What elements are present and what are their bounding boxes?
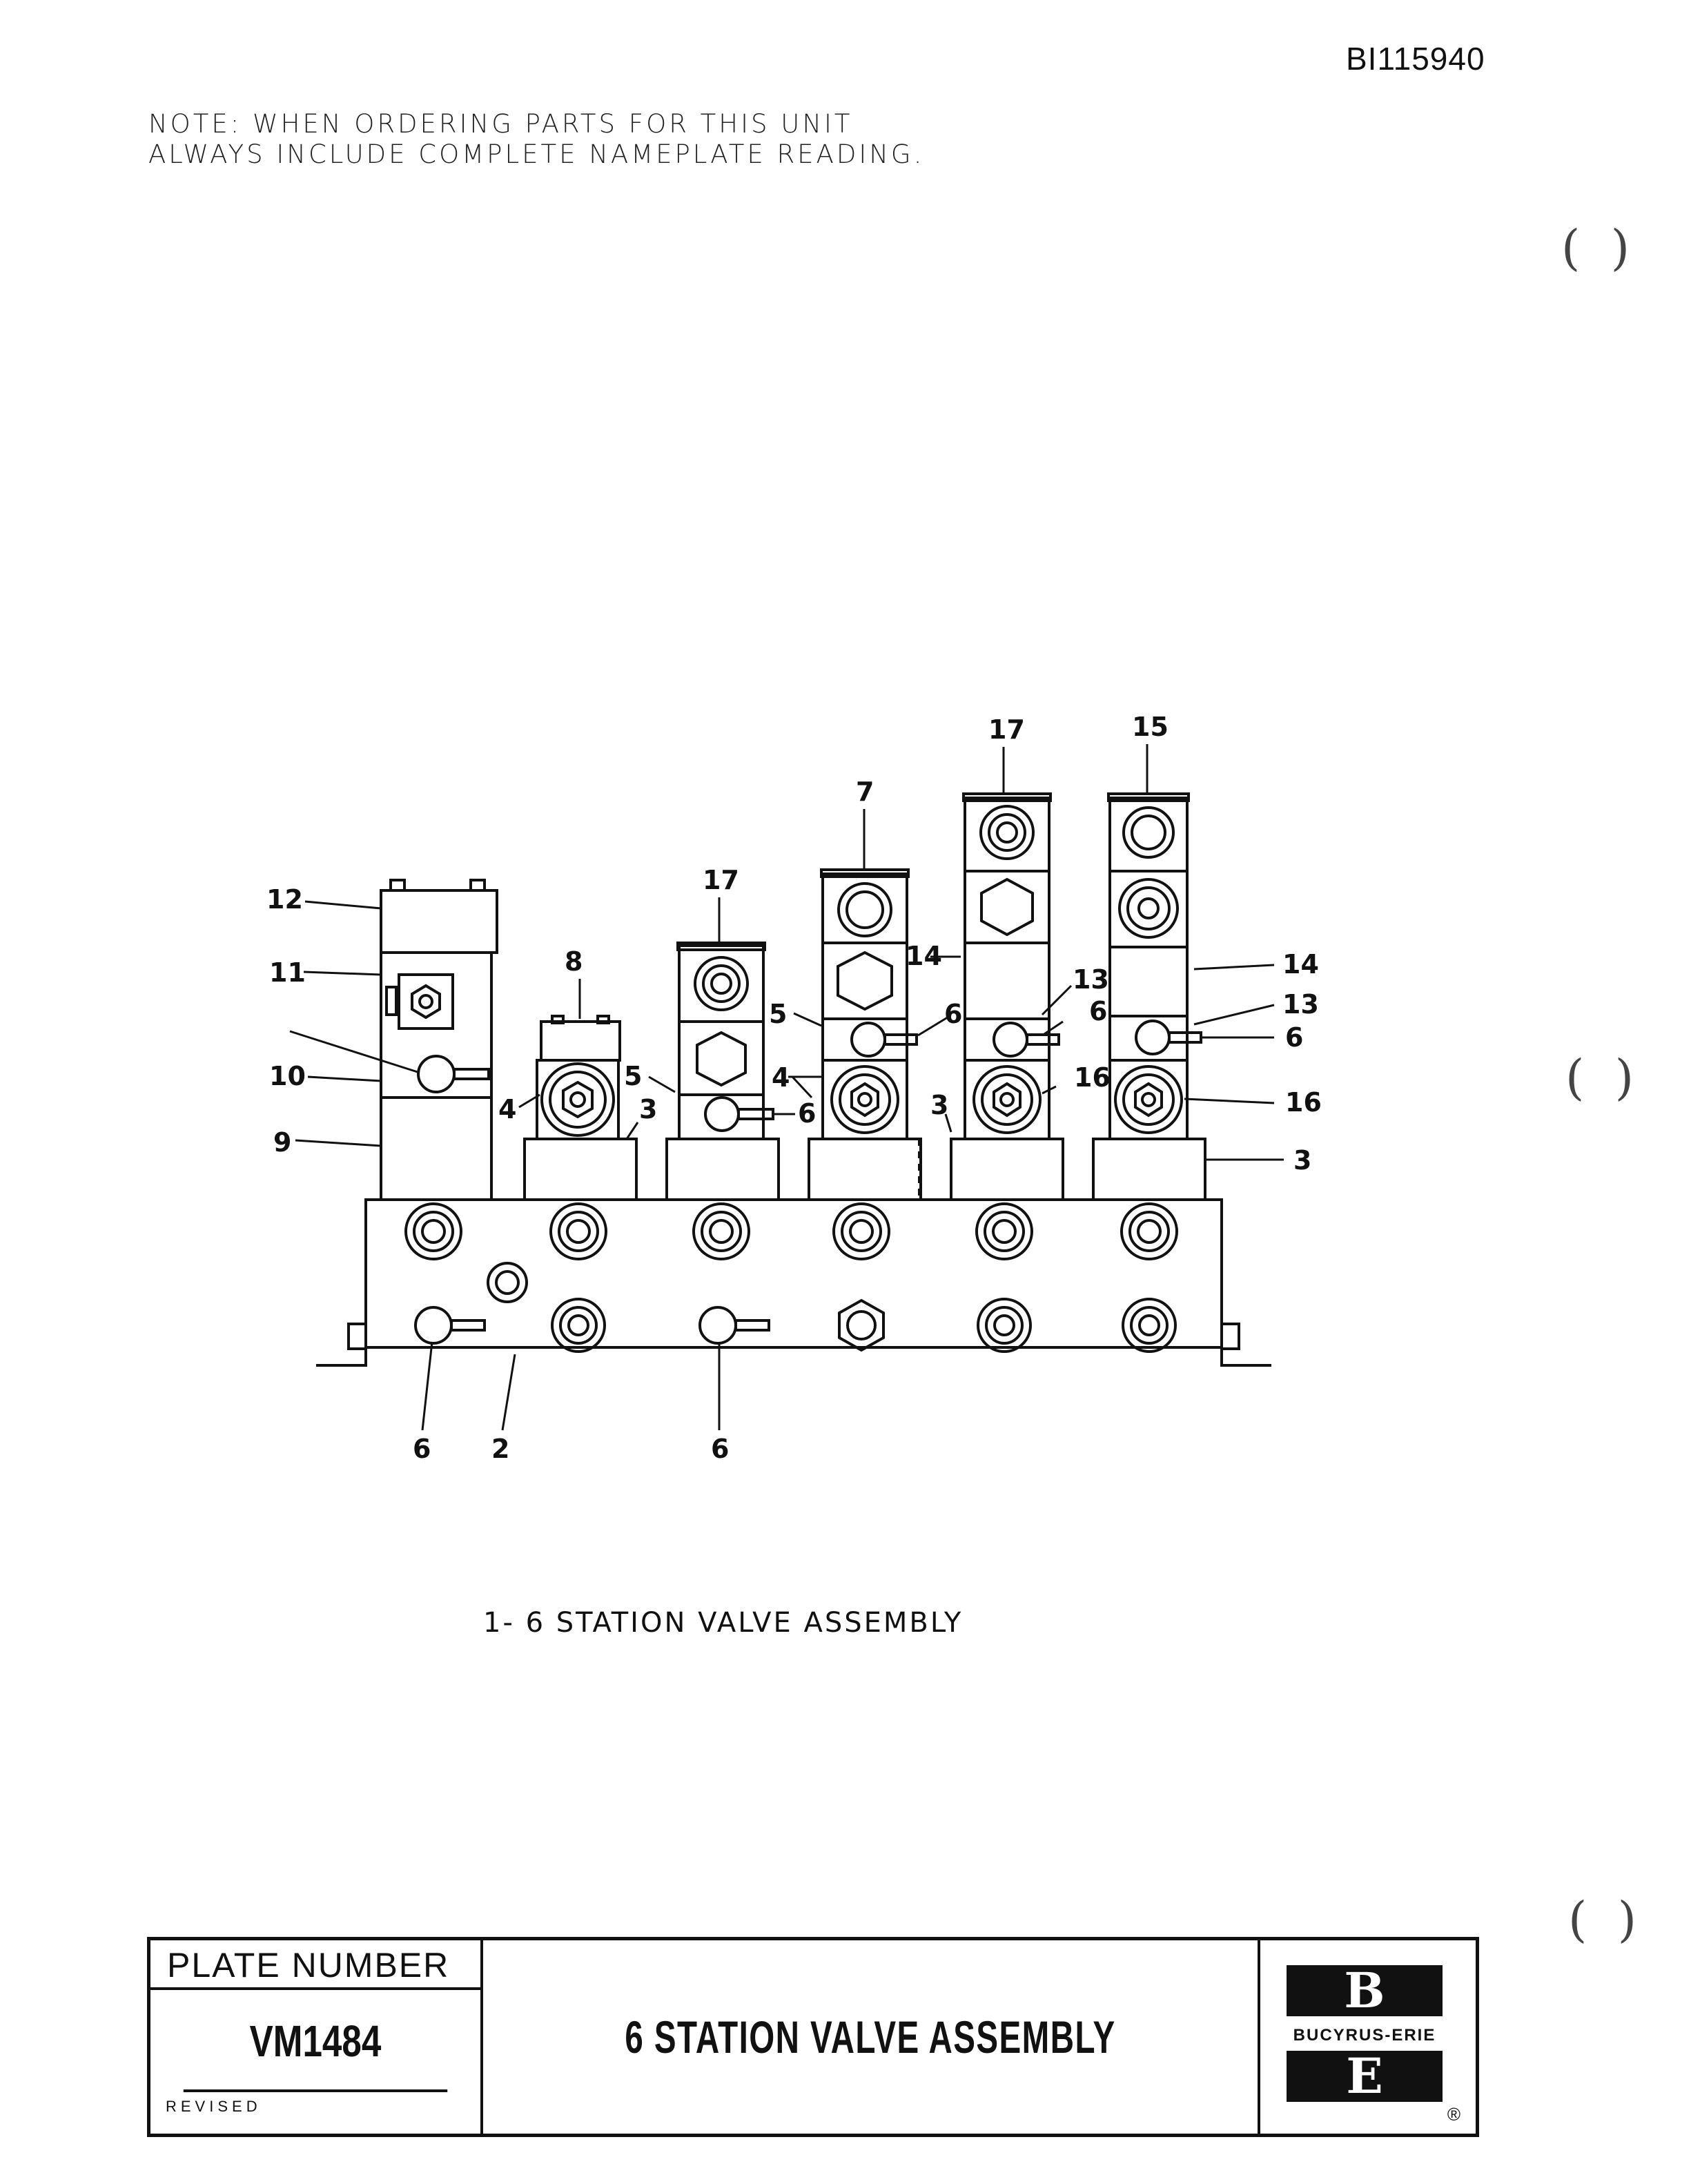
callout-6-bottom-mid: 6 <box>711 1434 729 1464</box>
callout-17-left: 17 <box>703 865 739 895</box>
plate-number-section: PLATE NUMBER VM1484 REVISED <box>150 1940 483 2134</box>
note-line-1: NOTE: WHEN ORDERING PARTS FOR THIS UNIT <box>148 109 853 139</box>
callout-9: 9 <box>273 1127 291 1158</box>
binder-hole-mark: ( ) <box>1568 1891 1637 1948</box>
manifold-petcock-mid <box>698 1306 770 1345</box>
revised-label: REVISED <box>166 2098 262 2115</box>
callout-6-bottom-left: 6 <box>413 1434 431 1464</box>
callout-11: 11 <box>269 957 306 988</box>
callout-3-right: 3 <box>1293 1145 1311 1176</box>
logo-letter-b: B <box>1287 1965 1443 2016</box>
manifold-ports-bottom <box>551 1298 1177 1353</box>
callout-3-mid: 3 <box>930 1090 948 1120</box>
callout-14-right: 14 <box>1282 949 1319 979</box>
logo-brand-name: BUCYRUS-ERIE <box>1293 2026 1436 2045</box>
callout-17-right: 17 <box>988 714 1025 745</box>
callout-4-station4: 4 <box>772 1062 790 1093</box>
station-1 <box>380 879 498 1201</box>
callout-13-right: 13 <box>1282 989 1319 1020</box>
mounting-foot-right <box>1220 1339 1271 1367</box>
mounting-foot-left <box>316 1339 367 1367</box>
callout-3-left: 3 <box>639 1094 657 1124</box>
callout-16-mid: 16 <box>1074 1062 1111 1093</box>
callout-6-right: 6 <box>1285 1022 1303 1053</box>
station-4 <box>808 868 922 1201</box>
callout-2: 2 <box>491 1434 509 1464</box>
ordering-note: NOTE: WHEN ORDERING PARTS FOR THIS UNIT … <box>148 109 924 170</box>
manifold-ports-top <box>404 1202 1178 1260</box>
callout-12: 12 <box>266 884 303 915</box>
callout-7: 7 <box>856 777 874 807</box>
plate-number-label: PLATE NUMBER <box>150 1940 480 1990</box>
manifold-petcock-left <box>414 1306 486 1345</box>
drawing-title: 6 STATION VALVE ASSEMBLY <box>625 2011 1116 2063</box>
callout-4-left: 4 <box>498 1094 516 1124</box>
station-5 <box>950 792 1064 1201</box>
station-6 <box>1092 792 1206 1201</box>
title-block: PLATE NUMBER VM1484 REVISED 6 STATION VA… <box>147 1937 1479 2137</box>
foot-bolt-left <box>347 1323 367 1350</box>
note-line-2: ALWAYS INCLUDE COMPLETE NAMEPLATE READIN… <box>148 139 925 169</box>
binder-hole-mark: ( ) <box>1561 220 1630 276</box>
logo-letter-e: E <box>1287 2051 1443 2102</box>
callout-14-mid: 14 <box>906 941 942 971</box>
drawing-title-section: 6 STATION VALVE ASSEMBLY <box>480 1940 1260 2134</box>
binder-hole-mark: ( ) <box>1565 1049 1634 1106</box>
callout-5-mid: 5 <box>624 1061 642 1091</box>
station-3 <box>665 942 780 1201</box>
leader-lines <box>289 744 1284 1431</box>
foot-bolt-right <box>1220 1323 1240 1350</box>
document-number: BI115940 <box>1346 41 1485 77</box>
callout-6-station3: 6 <box>798 1098 816 1129</box>
registered-mark: ® <box>1447 2104 1460 2125</box>
callout-8: 8 <box>565 946 583 977</box>
figure-caption: 1- 6 STATION VALVE ASSEMBLY <box>483 1607 964 1639</box>
station-2 <box>523 1015 638 1201</box>
callout-10: 10 <box>269 1061 306 1091</box>
callout-6-station4: 6 <box>944 999 962 1029</box>
manifold-body <box>364 1198 1223 1349</box>
callout-5-left: 5 <box>769 999 787 1029</box>
callout-15: 15 <box>1132 712 1169 742</box>
callout-13-mid: 13 <box>1073 964 1109 995</box>
manifold-port-small <box>487 1262 528 1303</box>
plate-number-value: VM1484 <box>183 1990 448 2092</box>
callout-6-mid: 6 <box>1089 996 1107 1026</box>
bucyrus-erie-logo: B BUCYRUS-ERIE E ® <box>1258 1940 1476 2134</box>
callout-16-right: 16 <box>1285 1087 1322 1118</box>
